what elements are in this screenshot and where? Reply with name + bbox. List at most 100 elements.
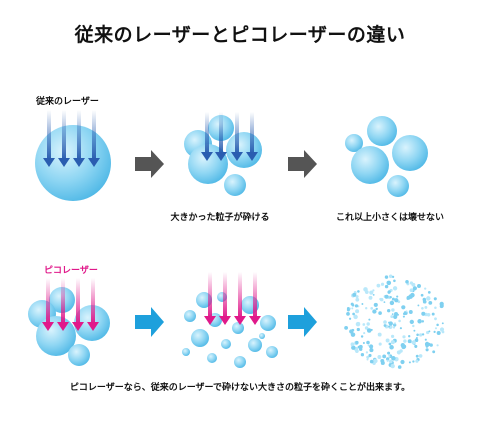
fine-particle	[390, 315, 394, 319]
pico-laser-arrows-2	[204, 272, 261, 325]
fine-particle	[399, 327, 402, 330]
fine-particle	[392, 326, 396, 329]
fine-particle	[390, 334, 395, 339]
fine-particle	[388, 325, 391, 328]
fine-particle	[366, 328, 372, 333]
fine-particle	[355, 349, 359, 353]
fine-particle	[433, 330, 436, 333]
conventional-laser-arrows	[43, 110, 100, 167]
fine-particle	[365, 351, 369, 354]
fine-particle	[433, 297, 437, 301]
fine-particle	[350, 342, 355, 347]
fine-particle	[421, 333, 425, 336]
fine-particle	[402, 315, 405, 318]
fine-particle	[386, 357, 390, 361]
fine-particle	[383, 320, 387, 324]
fine-particle	[387, 290, 391, 294]
fine-particle	[364, 326, 369, 330]
fine-particle	[379, 297, 384, 302]
pico-laser-arrows	[42, 278, 99, 331]
fine-particle	[403, 339, 407, 343]
fine-particle	[432, 350, 436, 354]
fine-particle	[426, 296, 431, 301]
fragmenting-particles	[182, 292, 278, 368]
fine-particle	[352, 292, 357, 297]
caption-particles-break: 大きかった粒子が砕ける	[170, 213, 270, 223]
caption-cannot-break-smaller: これ以上小さくは壊せない	[335, 213, 444, 223]
fine-particle	[354, 304, 359, 308]
fine-particle	[369, 344, 374, 349]
caption-pico-advantage: ピコレーザーなら、従来のレーザーで砕けない大きさの粒子を砕くことが出来ます。	[69, 383, 411, 393]
fine-particle	[351, 307, 354, 310]
fine-particle	[417, 284, 421, 288]
fine-particle	[388, 342, 392, 346]
fine-particle	[391, 313, 394, 316]
step-arrow-3	[135, 307, 164, 337]
fine-particle	[409, 319, 414, 325]
fine-particle	[384, 275, 389, 279]
fine-particle	[412, 324, 415, 328]
page-title: 従来のレーザーとピコレーザーの違い	[74, 24, 406, 46]
fine-particle	[363, 332, 366, 335]
fine-particle	[388, 359, 393, 364]
fine-particle	[396, 295, 399, 298]
fine-particle	[391, 297, 395, 301]
fine-particle	[414, 344, 418, 348]
fine-particle	[414, 338, 419, 343]
fine-particle	[373, 302, 378, 307]
fine-particle	[389, 300, 395, 306]
pico-laser-label: ピコレーザー	[44, 266, 98, 276]
fine-particle	[362, 323, 366, 326]
fine-particle	[391, 275, 395, 279]
fine-particle	[419, 333, 423, 337]
fine-particle	[377, 355, 382, 359]
fine-particle	[388, 274, 393, 279]
fine-particle	[436, 344, 439, 347]
fine-particle	[421, 320, 425, 323]
fine-particle	[402, 344, 407, 349]
fine-particle	[426, 330, 430, 335]
fine-particle	[424, 305, 428, 309]
fine-particle	[382, 354, 387, 359]
fine-particle	[418, 354, 423, 358]
fine-particle	[358, 344, 363, 349]
fine-particle	[426, 313, 431, 317]
unbreakable-particles	[345, 116, 428, 197]
fine-particle	[431, 312, 435, 316]
fine-particle	[383, 324, 387, 327]
fine-particle	[409, 288, 414, 293]
fine-particle	[386, 359, 389, 362]
fine-particle	[387, 351, 391, 355]
fine-particle	[386, 281, 389, 284]
fine-particle	[436, 330, 441, 336]
fine-particle	[352, 312, 355, 316]
fine-particle	[424, 287, 427, 290]
fine-particle	[353, 314, 358, 320]
fine-particle	[384, 294, 389, 299]
fine-particle	[380, 282, 385, 286]
pico-target-particles	[28, 287, 110, 366]
fine-particle	[375, 307, 378, 311]
fine-particle	[439, 327, 445, 332]
fine-particle	[369, 359, 374, 364]
fine-particle	[412, 360, 415, 363]
fine-particle	[372, 289, 375, 292]
step-arrow-2	[288, 150, 317, 178]
fine-particle	[411, 282, 416, 287]
fine-particle	[424, 338, 427, 341]
fine-particle	[366, 355, 370, 359]
fine-particle	[389, 295, 392, 299]
fine-particle	[434, 327, 438, 330]
fine-particle	[428, 330, 431, 333]
fine-particle	[411, 340, 416, 345]
fine-particle	[387, 309, 391, 313]
fine-particle	[417, 319, 422, 324]
fine-particle	[360, 353, 365, 357]
fine-particle	[389, 345, 394, 350]
fine-particle	[361, 303, 364, 305]
fine-particle	[383, 301, 386, 303]
fine-particle	[400, 359, 405, 365]
conventional-laser-label: 従来のレーザー	[36, 97, 99, 107]
